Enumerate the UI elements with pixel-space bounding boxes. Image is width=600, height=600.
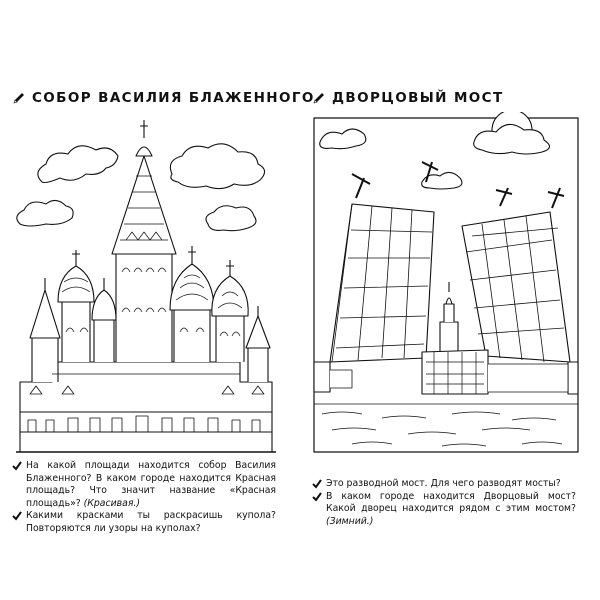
right-questions: Это разводной мост. Для чего разводят мо… [312,478,576,528]
question-item: Какими красками ты раскрасишь купола? По… [12,510,276,535]
pencil-icon [13,93,24,104]
question-item: На какой площади находится собор Василия… [12,460,276,510]
right-title: ДВОРЦОВЫЙ МОСТ [312,88,504,108]
pencil-icon [313,93,324,104]
checkmark-icon [12,511,22,521]
question-text: Какими красками ты раскрасишь купола? По… [26,510,276,534]
answer-text: (Зимний.) [326,515,374,527]
checkmark-icon [12,461,22,471]
checkmark-icon [312,479,322,489]
left-questions: На какой площади находится собор Василия… [12,460,276,536]
right-page: ДВОРЦОВЫЙ МОСТ [312,0,580,600]
palace-bridge-illustration [312,112,580,458]
question-text: В каком городе находится Дворцовый мост?… [326,490,576,515]
answer-text: (Красивая.) [83,497,141,509]
question-item: В каком городе находится Дворцовый мост?… [312,491,576,529]
left-title: СОБОР ВАСИЛИЯ БЛАЖЕННОГО [12,88,315,108]
left-page: СОБОР ВАСИЛИЯ БЛАЖЕННОГО [12,0,313,600]
right-title-text: ДВОРЦОВЫЙ МОСТ [332,90,504,106]
st-basil-cathedral-illustration [12,112,280,458]
question-text: На какой площади находится собор Василия… [26,460,276,509]
question-text: Это разводной мост. Для чего разводят мо… [326,478,561,489]
question-item: Это разводной мост. Для чего разводят мо… [312,478,576,491]
left-title-text: СОБОР ВАСИЛИЯ БЛАЖЕННОГО [32,90,315,106]
checkmark-icon [312,492,322,502]
